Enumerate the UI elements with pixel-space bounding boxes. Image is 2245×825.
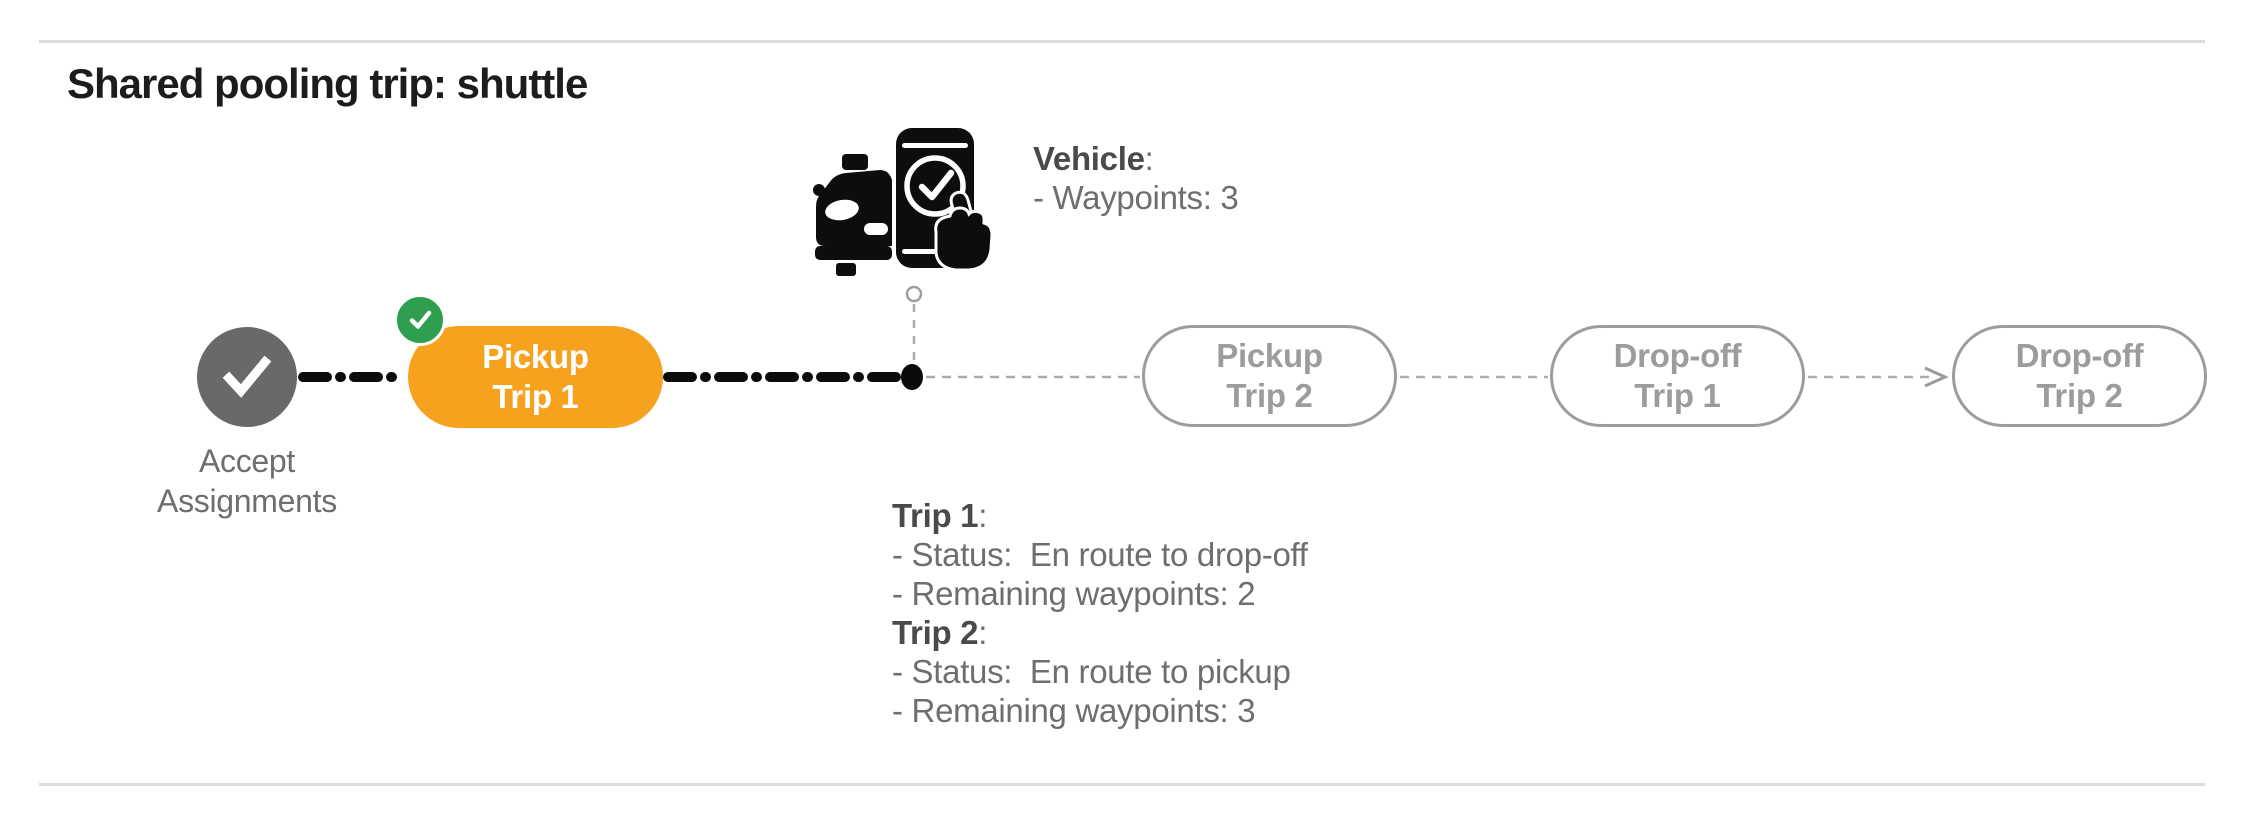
top-divider: [39, 40, 2205, 43]
trip-status-block: Trip 1: - Status: En route to drop-off -…: [892, 496, 1308, 730]
vehicle-info-heading: Vehicle:: [1033, 140, 1154, 177]
arrowhead-icon: [1924, 366, 1949, 388]
trip-2-waypoints-line: - Remaining waypoints: 3: [892, 692, 1256, 729]
vehicle-info-line: - Waypoints: 3: [1033, 179, 1239, 216]
accept-assignments-label: Accept Assignments: [157, 443, 337, 519]
car-icon: [813, 154, 892, 276]
vehicle-info: Vehicle: - Waypoints: 3: [1033, 139, 1239, 217]
vehicle-stem-circle: [905, 285, 923, 303]
stop-dropoff-trip-2: Drop-off Trip 2: [1952, 325, 2207, 427]
check-icon: [918, 169, 955, 201]
trip-1-waypoints-line: - Remaining waypoints: 2: [892, 575, 1256, 612]
page-title: Shared pooling trip: shuttle: [67, 60, 588, 107]
bottom-divider: [39, 783, 2205, 786]
trip-2-heading: Trip 2:: [892, 614, 988, 651]
stop-pickup-trip-2: Pickup Trip 2: [1142, 325, 1397, 427]
check-icon: [222, 355, 272, 398]
trip-1-status-line: - Status: En route to drop-off: [892, 536, 1308, 573]
hand-icon: [934, 190, 994, 272]
trip-1-heading: Trip 1:: [892, 497, 988, 534]
vehicle-phone-check-icon: [813, 128, 994, 276]
accept-assignments-node: [197, 327, 297, 427]
trip-2-status-line: - Status: En route to pickup: [892, 653, 1291, 690]
check-icon: [409, 310, 432, 329]
stop-pickup-trip-1: Pickup Trip 1: [408, 326, 663, 428]
check-circle-icon: [904, 155, 966, 217]
vehicle-position-dot: [901, 364, 923, 390]
stop-dropoff-trip-1: Drop-off Trip 1: [1550, 325, 1805, 427]
completed-badge: [394, 294, 446, 346]
